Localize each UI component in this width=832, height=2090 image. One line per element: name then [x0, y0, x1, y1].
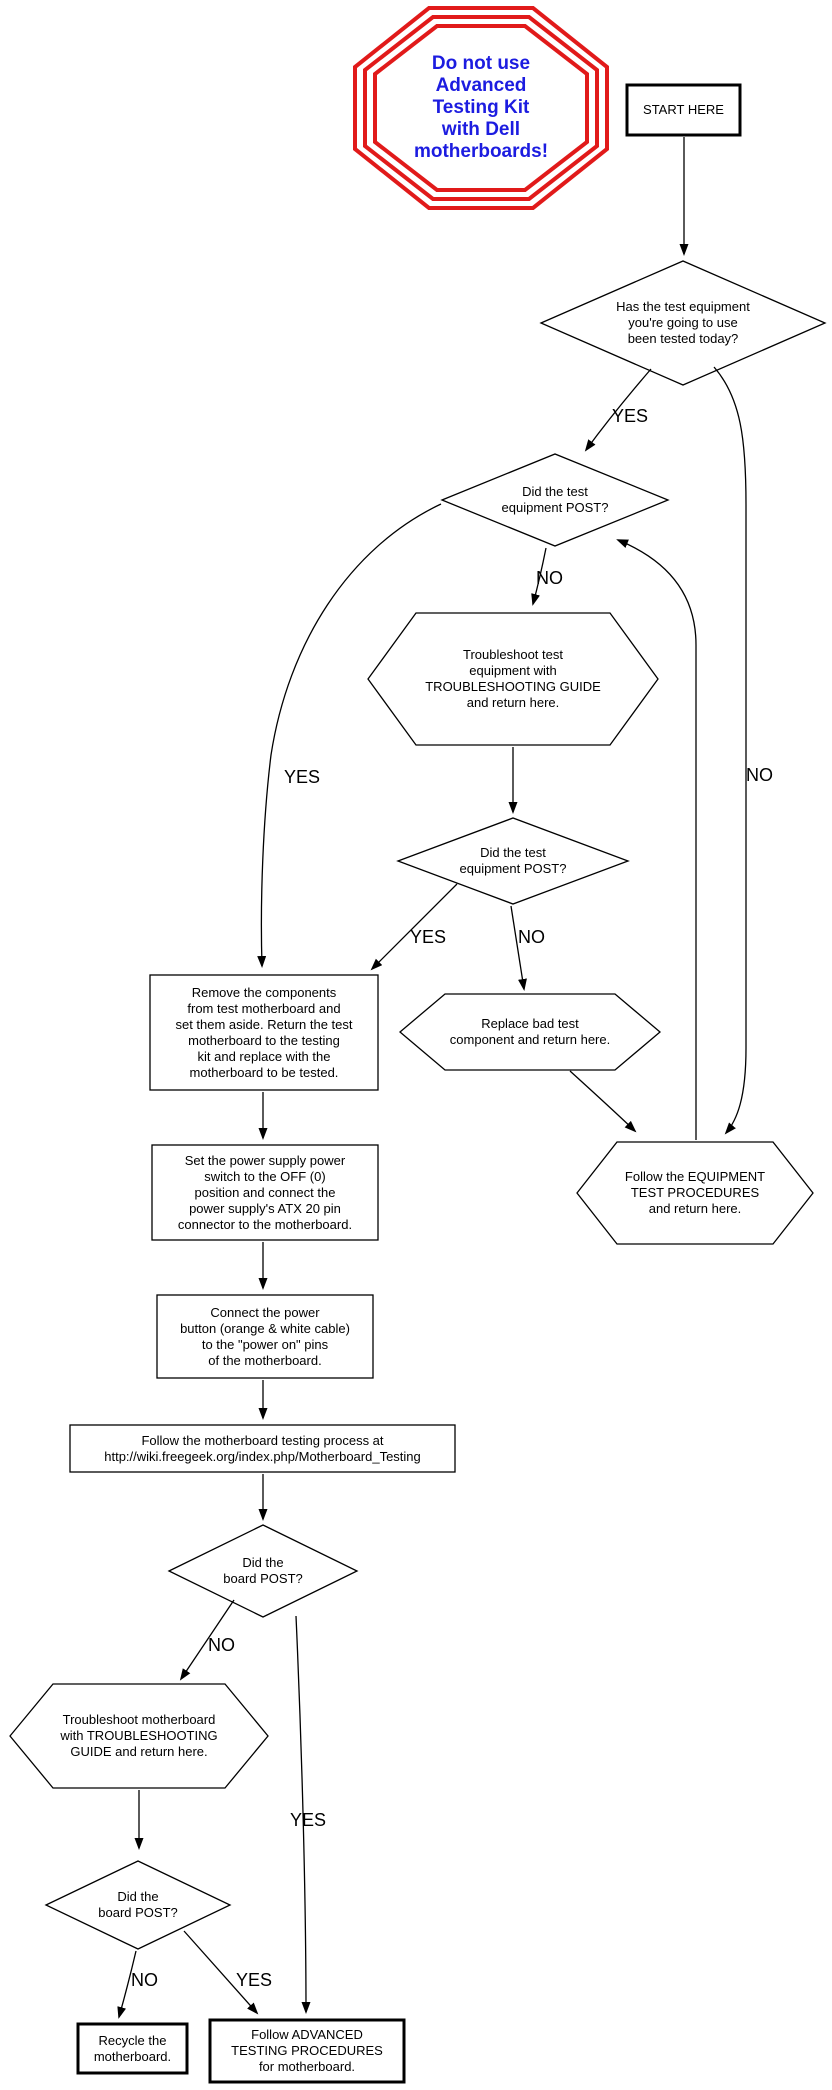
edge-board-post1-no [179, 1599, 235, 1681]
subroutine-equipment-test-procedures: Follow the EQUIPMENT TEST PROCEDURES and… [624, 1169, 766, 1216]
edge-board-post1-yes [295, 1615, 311, 2014]
edge-label-board-post1-no: NO [208, 1635, 235, 1655]
decision-board-post-2: Did the board POST? [98, 1889, 178, 1920]
process-follow-testing-process: Follow the motherboard testing process a… [104, 1432, 421, 1464]
process-connect-power-button: Connect the power button (orange & white… [180, 1304, 350, 1368]
terminal-recycle-motherboard: Recycle the motherboard. [93, 2032, 172, 2064]
subroutine-troubleshoot-motherboard-shape [9, 1683, 269, 1789]
edge-label-equipment-post1-yes: YES [284, 767, 321, 787]
decision-tested-today-shape [539, 260, 827, 386]
edge-board-post2-no [117, 1950, 137, 2019]
edge-label-board-post1-yes: YES [290, 1810, 327, 1830]
edge-board-post2-yes [183, 1930, 259, 2015]
process-connect-power-button-shape [156, 1294, 374, 1379]
start-box: START HERE [643, 102, 724, 117]
decision-tested-today: Has the test equipment you're going to u… [616, 299, 750, 346]
edge-equipment-post2-yes [370, 883, 458, 971]
process-set-power-supply: Set the power supply power switch to the… [177, 1152, 353, 1232]
terminal-recycle-shape [76, 2022, 189, 2075]
subroutine-replace-component-shape [398, 993, 662, 1071]
edge-label-board-post2-no: NO [131, 1970, 158, 1990]
decision-board-post-1: Did the board POST? [223, 1555, 303, 1586]
process-follow-testing-process-shape [69, 1424, 456, 1473]
decision-equipment-post-1-shape [440, 453, 670, 547]
decision-equipment-post-2-shape [396, 817, 630, 905]
subroutine-troubleshoot-equipment: Troubleshoot test equipment with TROUBLE… [425, 647, 601, 710]
subroutine-troubleshoot-motherboard: Troubleshoot motherboard with TROUBLESHO… [60, 1712, 218, 1759]
decision-board-post-2-shape [44, 1860, 232, 1950]
terminal-advanced-testing-shape [208, 2018, 406, 2084]
decision-equipment-post-2: Did the test equipment POST? [459, 845, 567, 876]
subroutine-equipment-test-procedures-shape [576, 1141, 814, 1245]
edge-label-equipment-post2-no: NO [518, 927, 545, 947]
subroutine-troubleshoot-equipment-shape [367, 612, 659, 746]
stop-sign-warning-text: Do not use Advanced Testing Kit with Del… [413, 53, 549, 162]
edge-label-equipment-post1-no: NO [536, 568, 563, 588]
edge-label-equipment-post2-yes: YES [410, 927, 447, 947]
start-box-shape [625, 83, 742, 137]
edge-equipment-procedures-return [616, 539, 697, 1140]
edge-equipment-post1-no [531, 547, 547, 606]
process-set-power-supply-shape [151, 1144, 379, 1241]
edge-tested-today-no [713, 366, 747, 1135]
process-remove-components: Remove the components from test motherbo… [175, 984, 353, 1080]
edge-replace-to-procedures [569, 1070, 637, 1133]
decision-equipment-post-1: Did the test equipment POST? [501, 484, 609, 515]
edge-label-tested-today-no: NO [746, 765, 773, 785]
process-remove-components-shape [149, 974, 379, 1091]
edge-equipment-post2-no [510, 905, 527, 991]
subroutine-replace-component: Replace bad test component and return he… [449, 1016, 611, 1047]
edge-label-tested-today-yes: YES [612, 406, 649, 426]
decision-board-post-1-shape [167, 1524, 359, 1618]
terminal-advanced-testing: Follow ADVANCED TESTING PROCEDURES for m… [231, 2027, 383, 2074]
edge-equipment-post1-yes [257, 503, 442, 968]
edge-label-board-post2-yes: YES [236, 1970, 273, 1990]
edge-tested-today-yes [584, 368, 652, 452]
stop-sign-octagon [353, 6, 609, 210]
